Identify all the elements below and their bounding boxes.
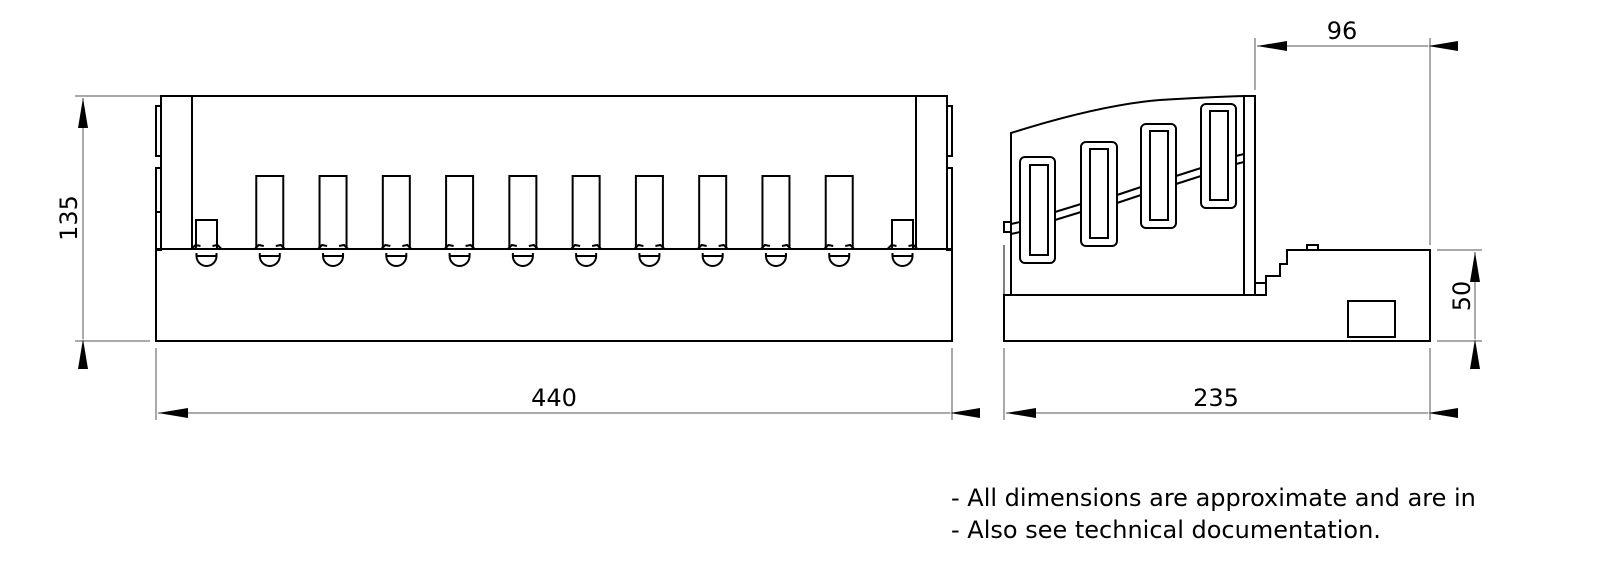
terminal-pin [254,175,286,267]
front-base [155,248,953,342]
terminal-pin [760,175,792,267]
front-view [155,95,953,342]
dim-label-440: 440 [531,384,577,412]
side-base [1003,249,1431,342]
terminal-pin [633,175,666,267]
dim-height-50 [1429,249,1482,420]
terminal-pin [570,175,602,267]
side-upper-body [1010,94,1245,295]
terminal-pin [190,219,223,267]
dim-width-235 [1003,348,1458,420]
terminal-pin [380,175,413,267]
note-see-documentation: - Also see technical documentation. [951,516,1381,544]
dim-height-135 [75,95,160,369]
dim-label-235: 235 [1193,384,1239,412]
terminal-pin [823,175,855,267]
terminal-pin [696,175,729,267]
terminal-pin [317,175,349,267]
side-view [1003,94,1431,342]
side-connector-window [1347,300,1396,338]
terminal-pin [886,219,919,267]
dim-label-50: 50 [1448,281,1476,312]
dim-label-96: 96 [1327,17,1358,45]
terminal-pin [507,175,539,267]
dim-width-440 [155,348,980,420]
terminal-pin [443,175,476,267]
dim-top-96 [1254,38,1458,245]
dim-label-135: 135 [55,195,83,241]
front-pins [190,175,919,267]
note-dimensions-approximate: - All dimensions are approximate and are… [951,484,1476,512]
front-upper-housing [160,95,948,250]
